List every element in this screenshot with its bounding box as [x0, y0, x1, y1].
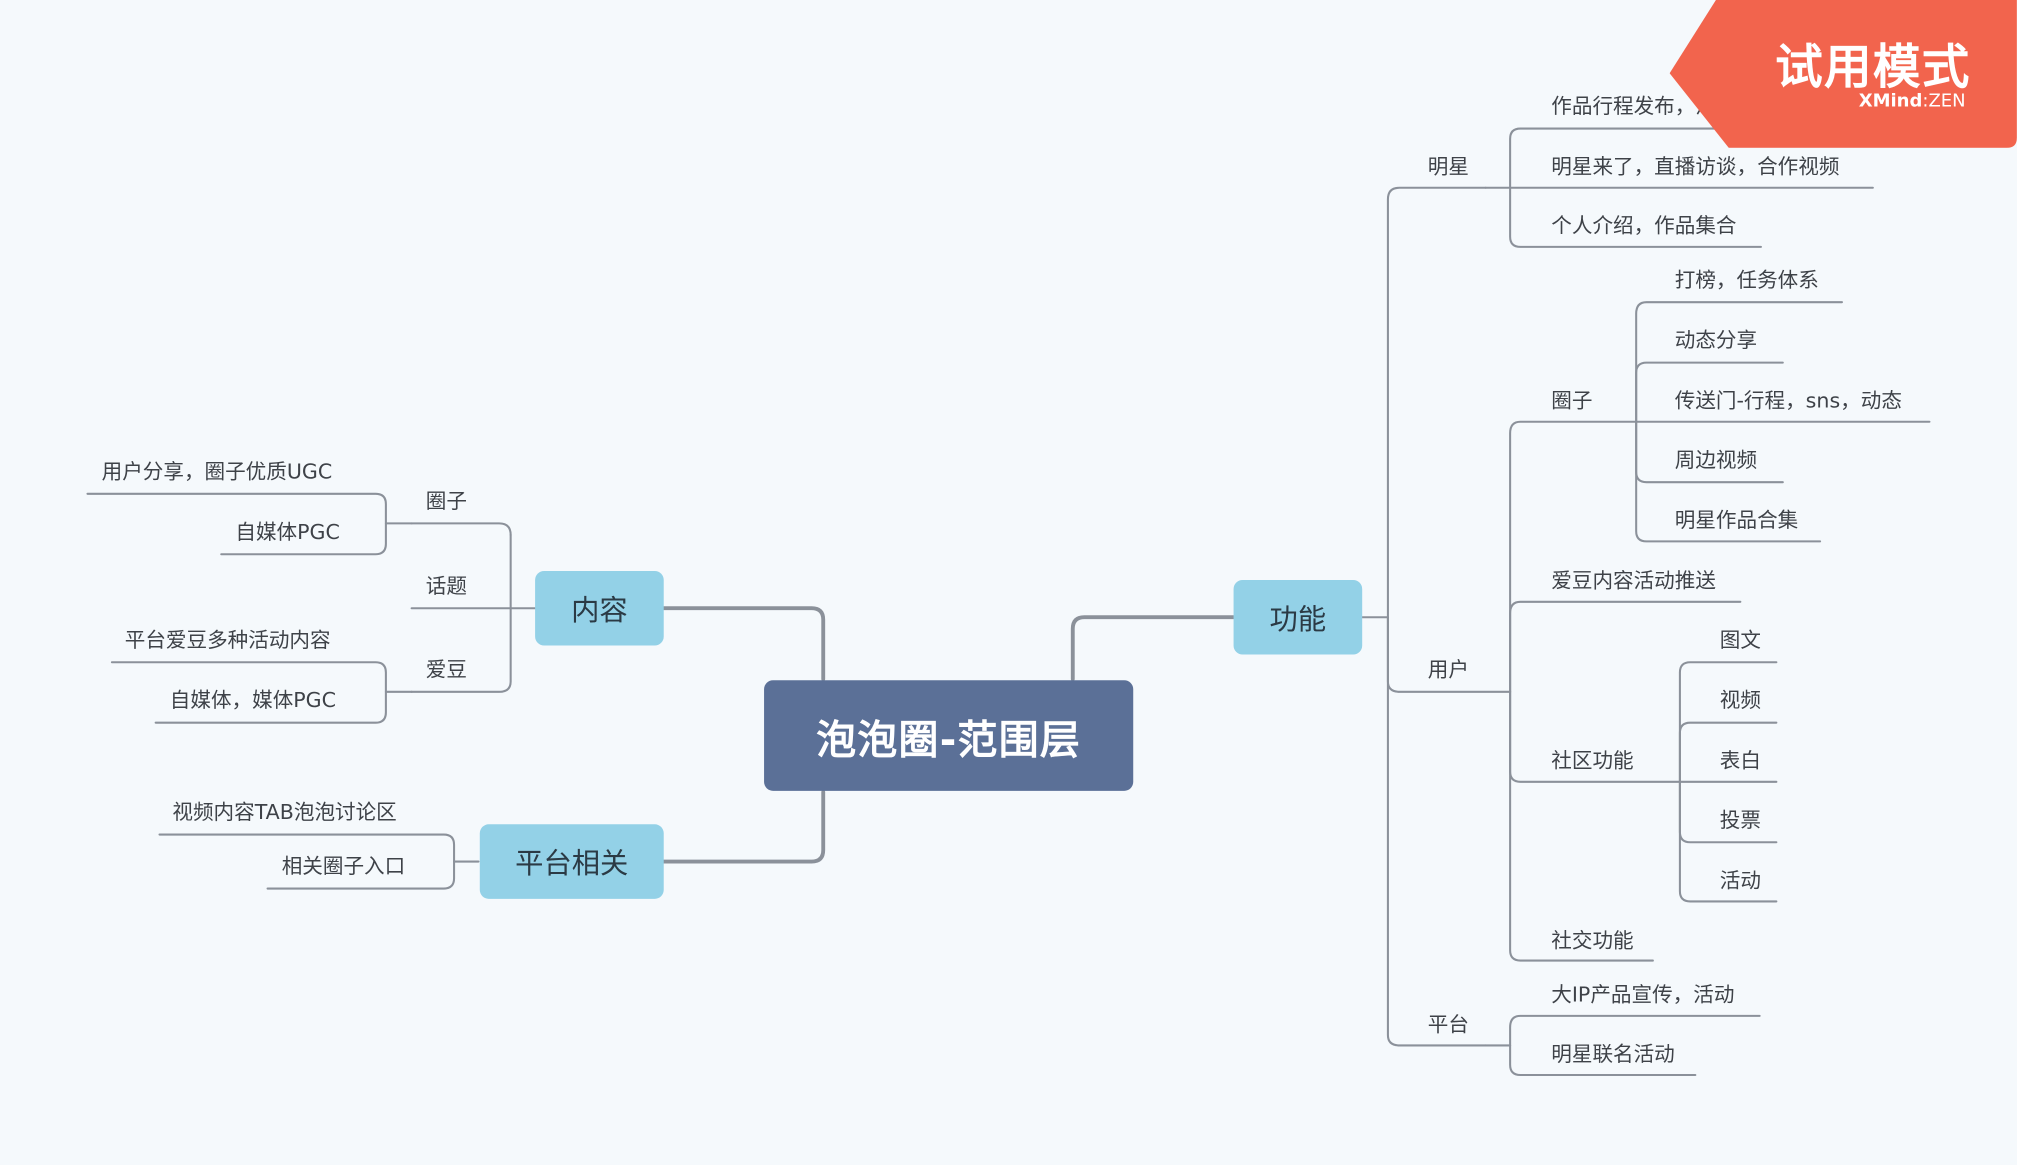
leaf-confession[interactable]: 表白 [1719, 748, 1761, 773]
leaf-circle-ugc[interactable]: 用户分享，圈子优质UGC [101, 459, 333, 484]
topic-platform-related[interactable]: 平台相关 [479, 824, 664, 899]
leaf-feed-share[interactable]: 动态分享 [1674, 327, 1758, 353]
trial-mode-label: 试用模式 [1775, 39, 1971, 96]
leaf-circle-pgc[interactable]: 自媒体PGC [235, 519, 340, 544]
leaf-ranking[interactable]: 打榜，任务体系 [1674, 267, 1819, 292]
leaf-video-tab[interactable]: 视频内容TAB泡泡讨论区 [172, 799, 397, 825]
leaf-portal[interactable]: 传送门-行程，sns，动态 [1674, 388, 1902, 413]
leaf-image-text[interactable]: 图文 [1719, 627, 1761, 652]
subtopic-user[interactable]: 用户 [1427, 657, 1469, 682]
leaf-activity[interactable]: 活动 [1719, 867, 1761, 893]
leaf-merch-video[interactable]: 周边视频 [1674, 447, 1758, 472]
subtopic-idol[interactable]: 爱豆 [425, 657, 467, 682]
xmind-zen-logo: XMind:ZEN [1859, 91, 1966, 112]
leaf-idol-activities[interactable]: 平台爱豆多种活动内容 [124, 627, 331, 652]
leaf-circle-entry[interactable]: 相关圈子入口 [281, 853, 406, 879]
leaf-works-collection[interactable]: 明星作品合集 [1674, 507, 1799, 533]
subtopic-star[interactable]: 明星 [1427, 154, 1469, 179]
subtopic-topic[interactable]: 话题 [425, 573, 467, 598]
leaf-video[interactable]: 视频 [1719, 687, 1761, 713]
leaf-co-branding[interactable]: 明星联名活动 [1551, 1041, 1675, 1067]
brand-edition: :ZEN [1922, 91, 1966, 112]
subtopic-community[interactable]: 社区功能 [1551, 748, 1634, 773]
leaf-idol-media[interactable]: 自媒体，媒体PGC [169, 687, 337, 713]
subtopic-user-circle[interactable]: 圈子 [1551, 388, 1593, 413]
leaf-star-intro[interactable]: 个人介绍，作品集合 [1551, 213, 1737, 238]
subtopic-circle[interactable]: 圈子 [425, 488, 467, 514]
subtopic-social[interactable]: 社交功能 [1551, 928, 1634, 953]
leaf-star-live[interactable]: 明星来了，直播访谈，合作视频 [1551, 154, 1840, 179]
leaf-vote[interactable]: 投票 [1719, 807, 1761, 832]
topic-function[interactable]: 功能 [1233, 579, 1363, 655]
trial-badge [1669, 0, 2017, 148]
brand-name: XMind [1858, 91, 1923, 112]
subtopic-platform[interactable]: 平台 [1427, 1012, 1469, 1037]
topic-content[interactable]: 内容 [535, 570, 664, 646]
central-topic[interactable]: 泡泡圈-范围层 [764, 680, 1134, 791]
subtopic-idol-push[interactable]: 爱豆内容活动推送 [1551, 568, 1716, 593]
leaf-ip-promo[interactable]: 大IP产品宣传，活动 [1551, 982, 1735, 1007]
